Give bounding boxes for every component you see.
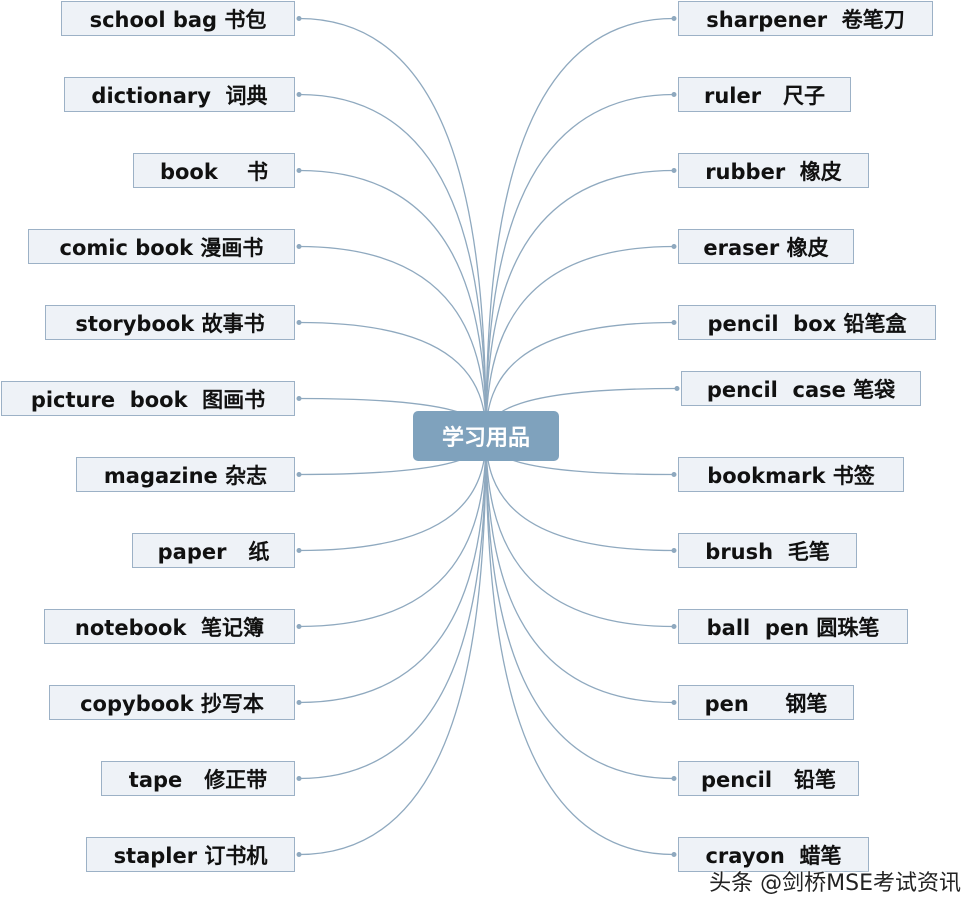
node-notebook-anchor-dot <box>296 624 302 629</box>
node-crayon[interactable]: crayon 蜡笔 <box>678 837 869 872</box>
node-notebook-connector <box>298 435 487 628</box>
node-eraser-anchor-dot <box>671 244 677 249</box>
node-tape-anchor-dot <box>296 776 302 781</box>
node-copybook-connector <box>298 435 487 704</box>
center-topic[interactable]: 学习用品 <box>413 411 559 461</box>
node-comic-book-anchor-dot <box>296 244 302 249</box>
node-storybook-anchor-dot <box>296 320 302 325</box>
node-picture-book[interactable]: picture book 图画书 <box>1 381 295 416</box>
node-dictionary-anchor-dot <box>296 92 302 97</box>
node-school-bag-connector <box>298 17 487 437</box>
node-ball-pen-connector <box>485 435 675 628</box>
node-bookmark[interactable]: bookmark 书签 <box>678 457 904 492</box>
node-copybook[interactable]: copybook 抄写本 <box>49 685 295 720</box>
node-eraser[interactable]: eraser 橡皮 <box>678 229 854 264</box>
node-pencil-case[interactable]: pencil case 笔袋 <box>681 371 921 406</box>
node-copybook-anchor-dot <box>296 700 302 705</box>
node-ball-pen-anchor-dot <box>671 624 677 629</box>
node-pen-anchor-dot <box>671 700 677 705</box>
node-brush-anchor-dot <box>671 548 677 553</box>
node-picture-book-anchor-dot <box>296 396 302 401</box>
node-ruler[interactable]: ruler 尺子 <box>678 77 851 112</box>
node-comic-book[interactable]: comic book 漫画书 <box>28 229 295 264</box>
node-school-bag[interactable]: school bag 书包 <box>61 1 295 36</box>
node-school-bag-anchor-dot <box>296 16 302 21</box>
node-book-anchor-dot <box>296 168 302 173</box>
watermark: 头条 @剑桥MSE考试资讯 <box>709 871 961 896</box>
node-sharpener-connector <box>485 17 675 437</box>
node-paper-anchor-dot <box>296 548 302 553</box>
node-stapler-connector <box>298 435 487 856</box>
node-stapler-anchor-dot <box>296 852 302 857</box>
node-sharpener[interactable]: sharpener 卷笔刀 <box>678 1 933 36</box>
node-brush[interactable]: brush 毛笔 <box>678 533 857 568</box>
node-pencil-box-anchor-dot <box>671 320 677 325</box>
node-pencil-box[interactable]: pencil box 铅笔盒 <box>678 305 936 340</box>
node-stapler[interactable]: stapler 订书机 <box>86 837 295 872</box>
node-notebook[interactable]: notebook 笔记簿 <box>44 609 295 644</box>
node-comic-book-connector <box>298 245 487 437</box>
node-tape[interactable]: tape 修正带 <box>101 761 295 796</box>
node-rubber-connector <box>485 169 675 437</box>
node-pen[interactable]: pen 钢笔 <box>678 685 854 720</box>
node-sharpener-anchor-dot <box>671 16 677 21</box>
node-pencil-case-anchor-dot <box>674 386 680 391</box>
node-storybook[interactable]: storybook 故事书 <box>45 305 295 340</box>
node-ball-pen[interactable]: ball pen 圆珠笔 <box>678 609 908 644</box>
node-magazine[interactable]: magazine 杂志 <box>76 457 295 492</box>
node-book-connector <box>298 169 487 437</box>
node-ruler-anchor-dot <box>671 92 677 97</box>
node-dictionary[interactable]: dictionary 词典 <box>64 77 295 112</box>
node-pencil-anchor-dot <box>671 776 677 781</box>
node-book[interactable]: book 书 <box>133 153 295 188</box>
node-ruler-connector <box>485 93 675 437</box>
node-pencil[interactable]: pencil 铅笔 <box>678 761 859 796</box>
node-bookmark-anchor-dot <box>671 472 677 477</box>
node-pen-connector <box>485 435 675 704</box>
node-rubber-anchor-dot <box>671 168 677 173</box>
node-dictionary-connector <box>298 93 487 437</box>
node-crayon-connector <box>485 435 675 856</box>
node-eraser-connector <box>485 245 675 437</box>
node-crayon-anchor-dot <box>671 852 677 857</box>
node-paper[interactable]: paper 纸 <box>132 533 295 568</box>
node-magazine-anchor-dot <box>296 472 302 477</box>
node-rubber[interactable]: rubber 橡皮 <box>678 153 869 188</box>
